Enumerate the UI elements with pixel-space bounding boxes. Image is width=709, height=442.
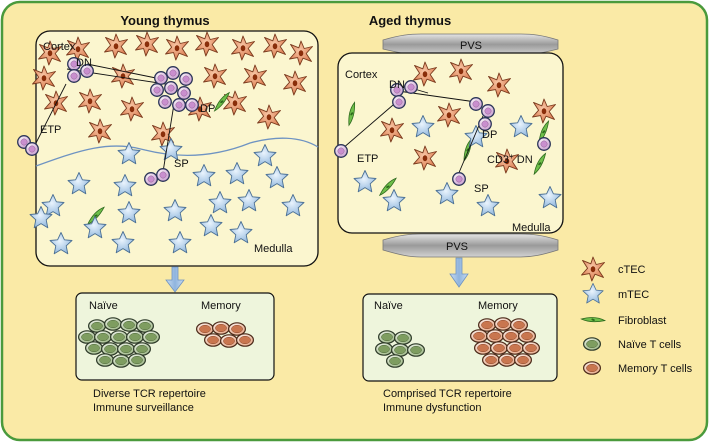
young-caption-line2: Immune surveillance [93, 402, 194, 414]
young-etp-label: ETP [40, 124, 61, 136]
young-sp-label: SP [174, 158, 189, 170]
young-thymus-title: Young thymus [120, 13, 209, 28]
legend-mtec-label: mTEC [618, 289, 649, 301]
young-cortex-label: Cortex [43, 41, 76, 53]
naive-t-cell-icon [111, 354, 130, 368]
dp-cell-icon [172, 98, 186, 112]
memory-t-cell-icon [506, 341, 525, 355]
memory-t-cell-icon [474, 341, 492, 355]
legend: cTEC mTEC Fibroblast Naïve T cells Memor… [580, 256, 693, 375]
dp-cell-icon [154, 71, 168, 85]
young-caption-line1: Diverse TCR repertoire [93, 388, 206, 400]
memory-t-cell-icon [220, 334, 238, 348]
young-dp-label: DP [200, 103, 215, 115]
dp-cell-icon [177, 86, 191, 100]
legend-fibroblast-label: Fibroblast [618, 315, 666, 327]
naive-t-cell-icon [95, 353, 115, 367]
naive-t-cell-icon [119, 318, 138, 332]
legend-naive-label: Naïve T cells [618, 339, 682, 351]
naive-t-cell-icon [378, 330, 396, 344]
naive-t-cell-icon [386, 354, 404, 368]
dn-cell-icon [392, 95, 406, 109]
aged-pvs-top-label: PVS [460, 40, 482, 52]
naive-t-cell-icon [375, 342, 393, 356]
memory-t-cell-icon [212, 321, 230, 335]
aged-medulla-label: Medulla [512, 222, 551, 234]
cd3-dn-cell-icon [537, 137, 551, 151]
memory-t-cell-icon [494, 317, 512, 331]
naive-t-cell-icon [407, 343, 425, 357]
naive-t-cell-icon [125, 330, 144, 344]
cd3-dn-text: DN [514, 154, 533, 166]
down-arrow-icon [449, 257, 469, 288]
memory-t-cell-legend-icon [582, 361, 602, 375]
aged-naive-label: Naïve [374, 300, 403, 312]
sp-cell-icon [452, 172, 466, 186]
dp-cell-icon [469, 97, 483, 111]
dp-cell-icon [150, 83, 164, 97]
dp-cell-icon [481, 104, 495, 118]
young-corticomedullary-junction [35, 137, 319, 167]
dn-cell-icon [404, 80, 418, 94]
aged-memory-label: Memory [478, 300, 518, 312]
aged-pvs-bottom-label: PVS [446, 241, 468, 253]
aged-cd3-dn-label: CD3+ DN [487, 152, 533, 166]
young-dn-label: DN [76, 57, 92, 69]
sp-cell-icon [156, 168, 170, 182]
memory-t-cell-icon [490, 341, 508, 355]
etp-cell-icon [25, 142, 39, 156]
memory-t-cell-icon [517, 329, 537, 343]
dp-cell-icon [158, 95, 172, 109]
cd3-superscript: + [509, 152, 514, 161]
memory-t-cell-icon [228, 322, 246, 336]
aged-sp-label: SP [474, 183, 489, 195]
memory-t-cell-icon [502, 329, 521, 343]
memory-t-cell-icon [236, 333, 254, 347]
cd3-text: CD3 [487, 154, 509, 166]
etp-cell-icon [334, 144, 348, 158]
naive-t-cell-icon [394, 331, 412, 345]
memory-t-cell-icon [498, 353, 517, 367]
naive-t-cell-icon [93, 330, 113, 344]
aged-cortex-label: Cortex [345, 69, 378, 81]
memory-t-cell-icon [513, 353, 533, 367]
memory-t-cell-icon [486, 329, 504, 343]
aged-dn-label: DN [389, 79, 405, 91]
pvs-bottom [382, 233, 559, 258]
memory-t-cell-icon [196, 322, 214, 336]
dn-cell-icon [67, 69, 81, 83]
sp-cell-icon [144, 172, 158, 186]
aged-caption-line1: Comprised TCR repertoire [383, 388, 512, 400]
dp-cell-icon [179, 72, 193, 86]
legend-memory-label: Memory T cells [618, 363, 693, 375]
aged-caption-line2: Immune dysfunction [383, 402, 481, 414]
aged-thymus: Aged thymus PVS PVS [334, 13, 564, 414]
young-memory-label: Memory [201, 300, 241, 312]
aged-thymus-title: Aged thymus [369, 13, 451, 28]
memory-t-cell-icon [521, 341, 541, 355]
naive-t-cell-icon [116, 342, 135, 356]
naive-t-cell-icon [109, 330, 129, 344]
memory-t-cell-icon [510, 318, 529, 332]
naive-t-cell-icon [84, 341, 104, 355]
down-arrow-icon [165, 266, 185, 293]
memory-t-cell-icon [470, 329, 488, 343]
young-naive-label: Naïve [89, 300, 118, 312]
memory-t-cell-icon [204, 333, 222, 347]
dp-cell-icon [185, 98, 199, 112]
legend-ctec-label: cTEC [618, 264, 646, 276]
young-thymus: Young thymus [17, 13, 319, 414]
aged-dp-label: DP [482, 129, 497, 141]
dp-cell-icon [166, 66, 180, 80]
naive-t-cell-icon [103, 317, 123, 331]
naive-t-cell-icon [142, 330, 160, 344]
memory-t-cell-icon [478, 318, 496, 332]
naive-t-cell-icon [128, 353, 146, 367]
dp-cell-icon [164, 81, 178, 95]
young-medulla-label: Medulla [254, 243, 293, 255]
memory-t-cell-icon [482, 353, 500, 367]
naive-t-cell-legend-icon [582, 337, 602, 351]
aged-etp-label: ETP [357, 153, 378, 165]
